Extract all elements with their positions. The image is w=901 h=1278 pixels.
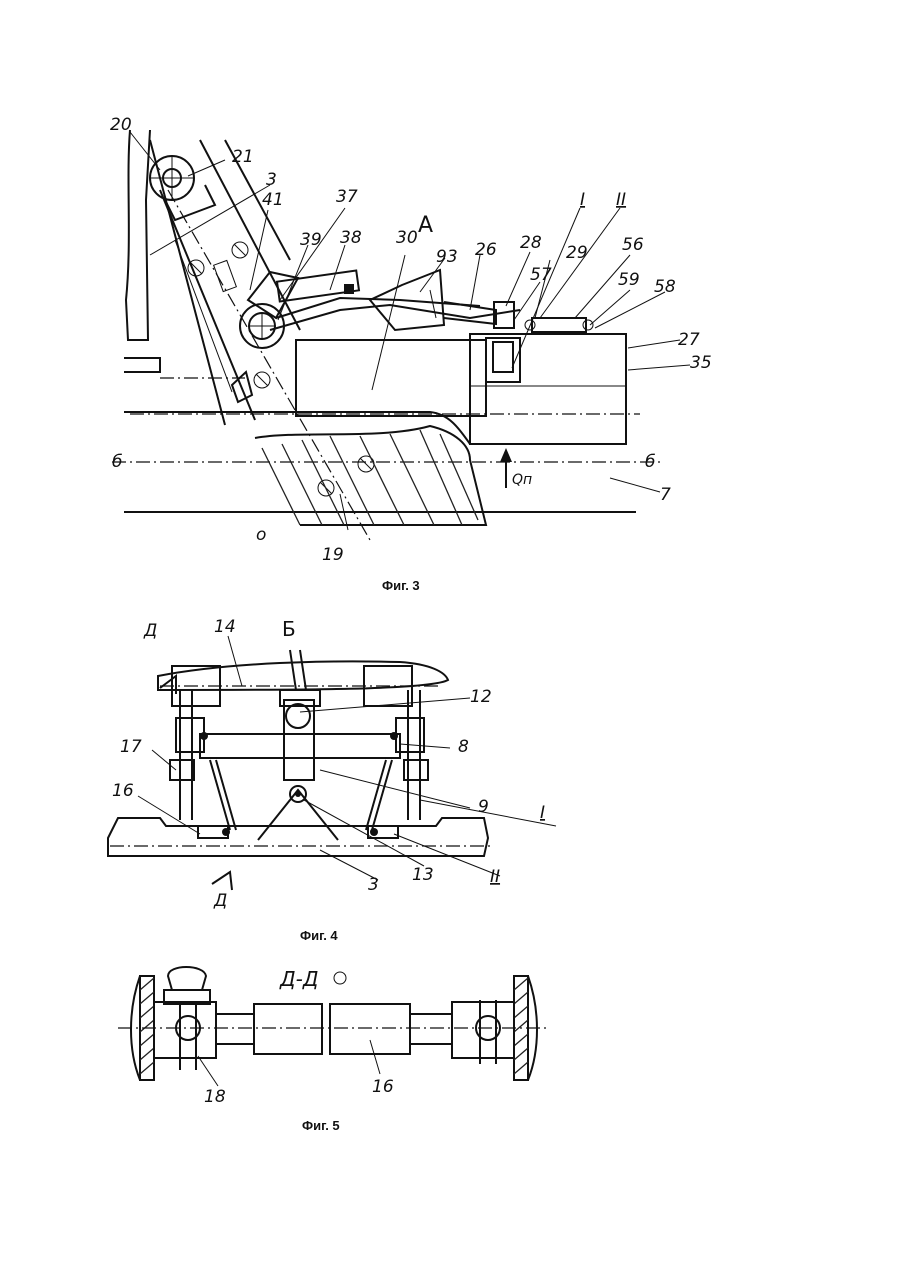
label-35: 35 xyxy=(690,353,712,373)
label-12: 12 xyxy=(470,687,492,707)
label-38: 38 xyxy=(340,228,362,248)
label-13: 13 xyxy=(412,865,434,885)
caption-fig-5: Фиг. 5 xyxy=(302,1118,340,1133)
label-roman-i-fig4: I xyxy=(540,803,545,823)
label-21: 21 xyxy=(232,147,254,167)
label-93: 93 xyxy=(436,247,458,267)
label-b-right: б xyxy=(645,452,655,472)
label-roman-ii-fig4: II xyxy=(490,867,500,887)
view-label-b: Б xyxy=(282,617,296,641)
label-qn: Qп xyxy=(512,472,532,488)
label-16: 16 xyxy=(112,781,134,801)
label-58: 58 xyxy=(654,277,676,297)
label-28: 28 xyxy=(520,233,542,253)
label-roman-ii: II xyxy=(616,190,626,210)
label-27: 27 xyxy=(678,330,700,350)
label-7: 7 xyxy=(660,485,671,505)
caption-fig-3: Фиг. 3 xyxy=(382,578,420,593)
label-30: 30 xyxy=(396,228,418,248)
label-14: 14 xyxy=(214,617,236,637)
label-o: о xyxy=(256,525,266,545)
section-label-d-bottom: Д xyxy=(213,891,227,911)
section-label-d-top: Д xyxy=(143,621,157,641)
label-roman-i: I xyxy=(580,190,585,210)
label-20: 20 xyxy=(110,115,132,135)
label-41: 41 xyxy=(262,190,284,210)
label-56: 56 xyxy=(622,235,644,255)
label-17: 17 xyxy=(120,737,142,757)
label-8: 8 xyxy=(458,737,469,757)
label-39: 39 xyxy=(300,230,322,250)
label-3: 3 xyxy=(266,170,277,190)
label-3-fig4: 3 xyxy=(368,875,379,895)
label-b-left: б xyxy=(112,452,122,472)
label-57: 57 xyxy=(530,265,552,285)
label-16-fig5: 16 xyxy=(372,1077,394,1097)
label-29: 29 xyxy=(566,243,588,263)
view-label-a: А xyxy=(418,213,433,238)
section-title-d-d: Д-Д xyxy=(279,967,318,991)
label-9: 9 xyxy=(478,797,489,817)
label-59: 59 xyxy=(618,270,640,290)
label-18: 18 xyxy=(204,1087,226,1107)
label-26: 26 xyxy=(475,240,497,260)
label-19: 19 xyxy=(322,545,344,565)
caption-fig-4: Фиг. 4 xyxy=(300,928,338,943)
label-37: 37 xyxy=(336,187,358,207)
